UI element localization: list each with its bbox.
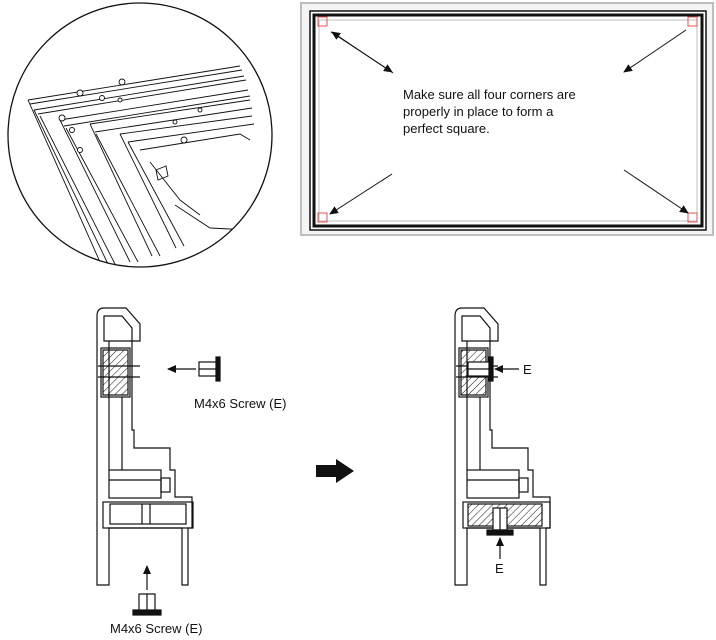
right-profile — [454, 307, 551, 586]
screw-bottom-label: M4x6 Screw (E) — [110, 621, 202, 636]
screw-heads — [58, 78, 203, 153]
screw-top-label: M4x6 Screw (E) — [194, 396, 286, 411]
screw-e-top — [198, 356, 221, 382]
arrow-top-left — [330, 31, 393, 73]
e-side-label: E — [523, 362, 532, 377]
corner-markers — [317, 16, 698, 223]
screw-e-bottom — [132, 593, 162, 616]
arrow-bottom-right — [623, 169, 689, 214]
frame-note: Make sure all four corners are properly … — [403, 87, 579, 136]
arrow-bottom-left — [329, 173, 393, 215]
frame-note-line-2: properly in place to form a — [403, 104, 554, 119]
arrow-top-right — [623, 29, 687, 73]
screw-e-installed-side — [467, 356, 494, 382]
screw-e-installed-bottom — [486, 507, 514, 536]
frame-note-line-1: Make sure all four corners are — [403, 87, 576, 102]
e-bottom-label: E — [495, 561, 504, 576]
corner-detail-circle — [7, 2, 273, 268]
frame-note-line-3: perfect square. — [403, 121, 490, 136]
next-step-arrow — [316, 459, 354, 483]
frame-overview-panel: Make sure all four corners are properly … — [300, 2, 714, 236]
screen-frame-border — [312, 13, 704, 228]
left-profile — [96, 307, 194, 586]
